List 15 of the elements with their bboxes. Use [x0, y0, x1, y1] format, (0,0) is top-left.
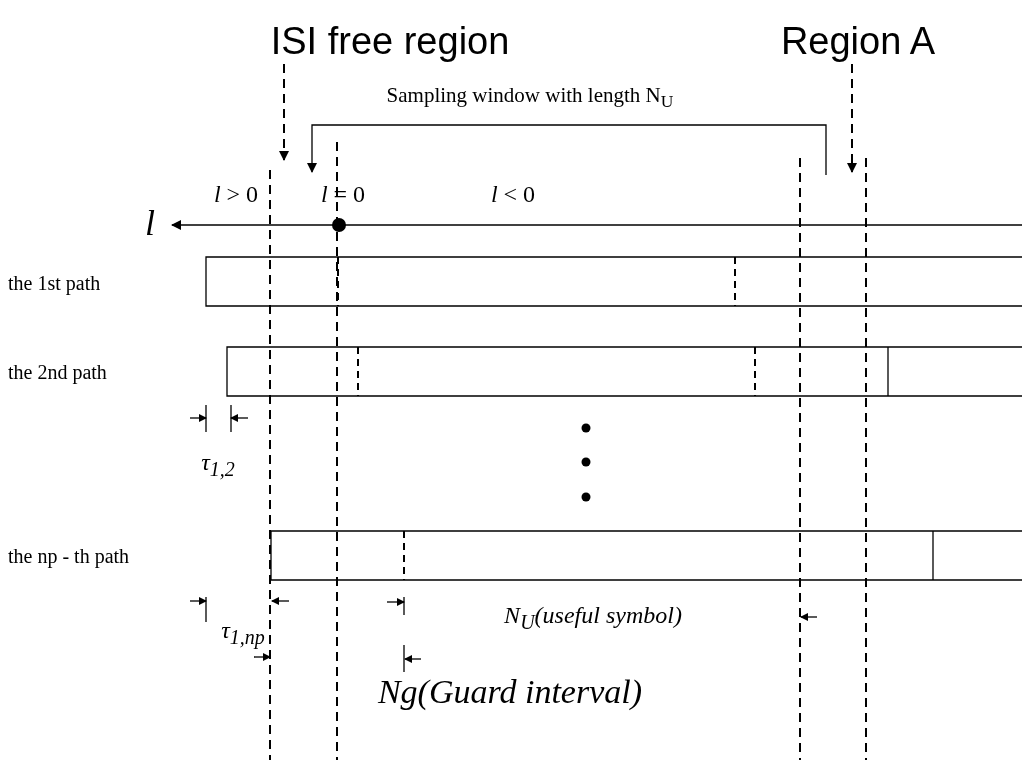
- delay-label: τ$_{1,2}$: [201, 450, 235, 479]
- duration-label: Ng(Guard interval): [377, 675, 643, 709]
- region-label: Region A: [780, 22, 936, 60]
- leader-arrow: [279, 63, 289, 161]
- region-condition: l > 0: [213, 182, 259, 206]
- axis-label: l: [145, 205, 155, 241]
- leader-arrow: [847, 63, 857, 173]
- duration-label: N$_{U}$(useful symbol): [504, 603, 682, 632]
- path-label: the 2nd path: [8, 362, 107, 382]
- region-label: ISI free region: [270, 22, 510, 60]
- region-condition: l < 0: [490, 182, 536, 206]
- path-label: the 1st path: [8, 273, 101, 293]
- path-label: the np - th path: [8, 546, 130, 566]
- delay-label: τ$_{1,np}$: [221, 618, 265, 647]
- window-label: Sampling window with length N$_{U}$: [386, 85, 674, 111]
